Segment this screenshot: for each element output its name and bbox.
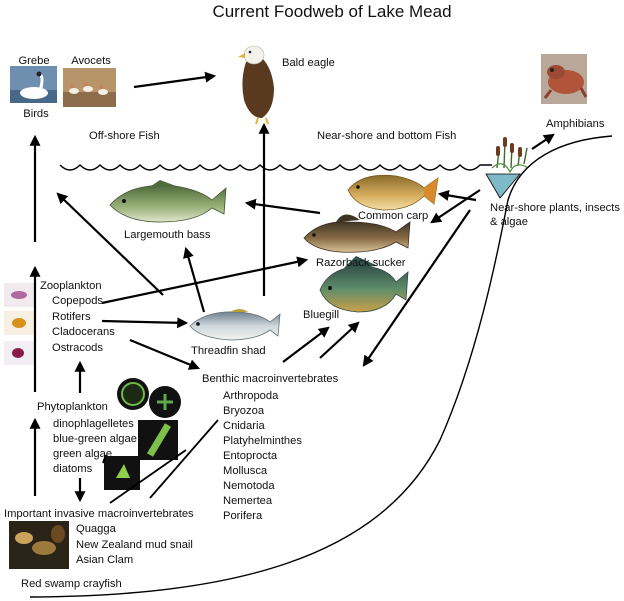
plants-label-line1: Near-shore plants, insects <box>490 202 620 214</box>
benthic-item: Entoprocta <box>223 450 278 462</box>
benthic-item: Nemotoda <box>223 480 275 492</box>
benthic-item: Porifera <box>223 510 263 522</box>
diagram-title: Current Foodweb of Lake Mead <box>212 2 451 21</box>
bald-eagle-illustration <box>238 45 274 125</box>
invasive-species-photo <box>9 521 69 569</box>
razorback-sucker-illustration <box>303 214 411 253</box>
offshore-fish-label: Off-shore Fish <box>89 130 160 142</box>
amphibians-label: Amphibians <box>546 118 605 130</box>
phytoplankton-item: diatoms <box>53 463 93 475</box>
plants-label-line2: & algae <box>490 216 528 228</box>
bluegill-illustration <box>319 256 409 313</box>
near-shore-wedge <box>485 173 521 199</box>
benthic-header: Benthic macroinvertebrates <box>202 373 339 385</box>
benthic-item: Cnidaria <box>223 420 265 432</box>
razorback-sucker-label: Razorback sucker <box>316 257 406 269</box>
benthic-item: Bryozoa <box>223 405 265 417</box>
phytoplankton-micrographs <box>104 378 181 490</box>
threadfin-shad-illustration <box>189 309 281 341</box>
zooplankton-item: Ostracods <box>52 342 103 354</box>
bluegill-label: Bluegill <box>303 309 339 321</box>
invasive-item: Asian Clam <box>76 554 133 566</box>
zooplankton-item: Rotifers <box>52 311 91 323</box>
benthic-item: Arthropoda <box>223 390 279 402</box>
birds-label: Birds <box>23 108 49 120</box>
common-carp-label: Common carp <box>358 210 428 222</box>
benthic-item: Mollusca <box>223 465 268 477</box>
red-swamp-crayfish-label: Red swamp crayfish <box>21 578 122 590</box>
water-surface-line <box>59 164 492 171</box>
largemouth-bass-label: Largemouth bass <box>124 229 211 241</box>
phytoplankton-header: Phytoplankton <box>37 401 108 413</box>
largemouth-bass-illustration <box>109 180 227 223</box>
zooplankton-item: Cladocerans <box>52 326 115 338</box>
bald-eagle-label: Bald eagle <box>282 57 335 69</box>
invasive-header: Important invasive macroinvertebrates <box>4 508 194 520</box>
avocets-photo <box>63 68 116 107</box>
phytoplankton-item: dinophlagelletes <box>53 418 134 430</box>
zooplankton-item: Copepods <box>52 295 103 307</box>
phytoplankton-item: blue-green algae <box>53 433 137 445</box>
common-carp-illustration <box>347 174 439 211</box>
avocets-label: Avocets <box>71 55 111 67</box>
grebe-label: Grebe <box>18 55 49 67</box>
feeding-arrows <box>29 71 555 504</box>
lake-bed-line <box>29 135 613 598</box>
invasive-item: Quagga <box>76 523 117 535</box>
benthic-item: Nemertea <box>223 495 273 507</box>
grebe-photo <box>10 66 57 103</box>
nearshore-fish-label: Near-shore and bottom Fish <box>317 130 456 142</box>
cattail-plants-icon <box>491 137 529 174</box>
invasive-item: New Zealand mud snail <box>76 539 193 551</box>
toad-photo <box>541 54 588 104</box>
zooplankton-photos <box>4 283 34 365</box>
benthic-item: Platyhelminthes <box>223 435 302 447</box>
threadfin-shad-label: Threadfin shad <box>191 345 266 357</box>
phytoplankton-item: green algae <box>53 448 112 460</box>
zooplankton-header: Zooplankton <box>40 280 102 292</box>
